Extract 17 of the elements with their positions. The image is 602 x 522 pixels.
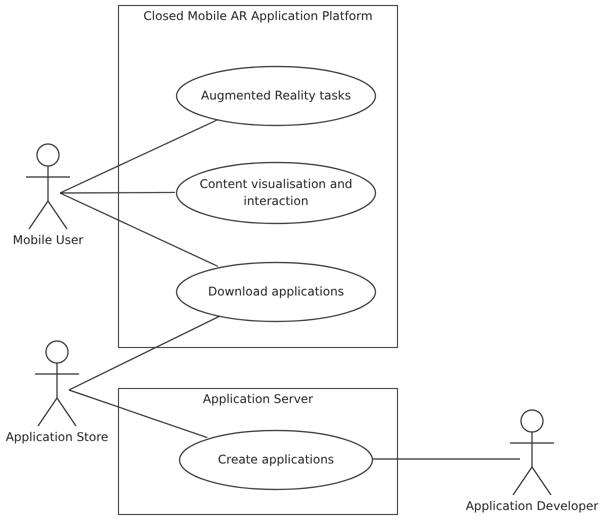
- association-line: [68, 316, 220, 391]
- association-line: [60, 192, 218, 267]
- actor-name: Mobile User: [12, 233, 84, 247]
- actor-name: Application Developer: [464, 499, 600, 513]
- use-case-label: Create applications: [216, 452, 336, 468]
- system-title: Closed Mobile AR Application Platform: [142, 9, 374, 23]
- use-case-label: Augmented Reality tasks: [200, 88, 352, 104]
- association-line: [372, 458, 520, 460]
- system-title: Application Server: [202, 392, 314, 406]
- use-case-label: Content visualisation and interaction: [198, 176, 354, 210]
- system-boundary: [118, 388, 398, 515]
- system-boundary: [118, 5, 398, 348]
- association-line: [68, 389, 208, 438]
- use-case-label: Download applications: [207, 284, 345, 300]
- actor-name: Application Store: [4, 430, 110, 444]
- association-line: [60, 192, 176, 194]
- association-line: [60, 119, 218, 194]
